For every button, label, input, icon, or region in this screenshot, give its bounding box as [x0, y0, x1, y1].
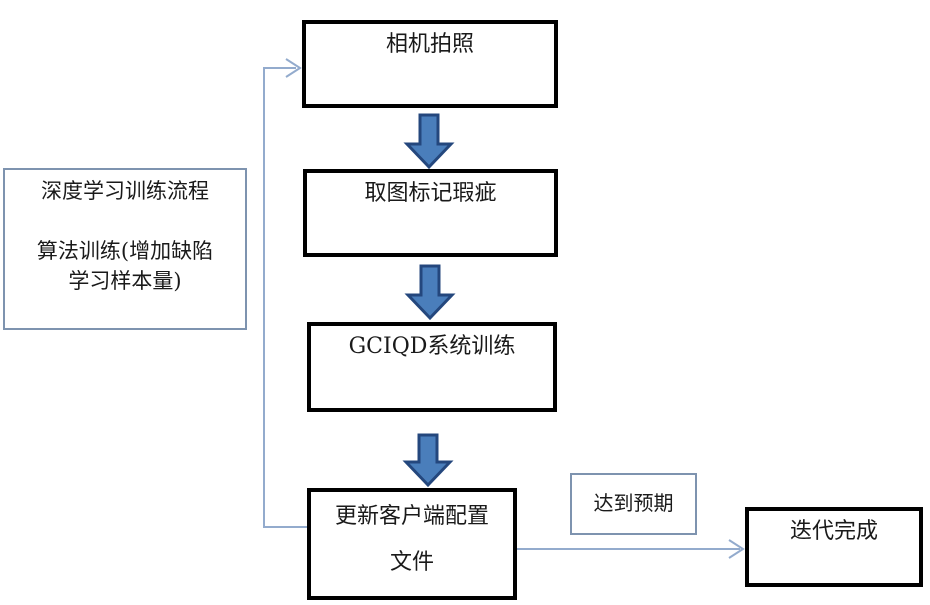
step-update-client-config: 更新客户端配置 文件 [307, 488, 517, 600]
step-label: 相机拍照 [385, 32, 474, 57]
step4-to-end-connector [517, 539, 745, 559]
branch-label: 达到预期 [593, 491, 674, 515]
note-line: 学习样本量) [68, 269, 182, 293]
down-block-arrow-icon [402, 433, 454, 488]
node-iteration-complete: 迭代完成 [745, 507, 923, 587]
step-label-line: 文件 [389, 550, 434, 575]
down-block-arrow-icon [404, 264, 456, 321]
feedback-loop-connector [263, 58, 307, 528]
step-label: GCIQD系统训练 [348, 334, 516, 359]
note-deep-learning-process: 深度学习训练流程 算法训练(增加缺陷 学习样本量) [3, 168, 247, 330]
note-line: 算法训练(增加缺陷 [36, 239, 214, 263]
end-label: 迭代完成 [789, 519, 878, 544]
step-gciqd-system-training: GCIQD系统训练 [307, 322, 557, 412]
down-block-arrow-icon [403, 113, 455, 170]
note-line: 深度学习训练流程 [41, 179, 209, 203]
step-camera-capture: 相机拍照 [302, 20, 558, 108]
step-capture-mark-defects: 取图标记瑕疵 [303, 169, 558, 257]
note-blank-line [5, 206, 245, 236]
branch-label-expectation-met: 达到预期 [570, 473, 697, 535]
arrowhead-right-icon [285, 58, 302, 78]
step-label: 取图标记瑕疵 [364, 181, 497, 206]
arrowhead-right-icon [728, 539, 745, 559]
step-label-line: 更新客户端配置 [334, 504, 489, 529]
